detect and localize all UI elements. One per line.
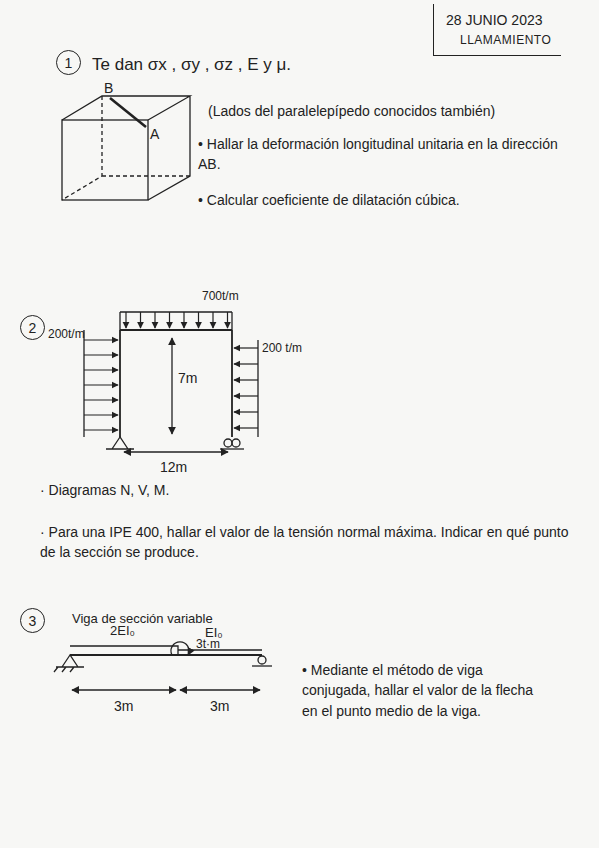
task: · Para una IPE 400, hallar el valor de l… (40, 522, 580, 563)
load-arrow (154, 312, 155, 328)
node-text: 3 (29, 613, 37, 629)
load-arrow (234, 427, 258, 428)
problem-number: 1 (56, 50, 81, 75)
load-value: 200 t/m (262, 340, 302, 357)
load-arrow (234, 379, 258, 380)
problem-number: 2 (20, 315, 45, 340)
task: • Mediante el método de viga conjugada, … (302, 660, 542, 721)
load-arrow (84, 369, 118, 370)
task: • Calcular coeficiente de dilatación cúb… (198, 190, 578, 210)
dimension: 7m (178, 368, 197, 388)
point-label: A (150, 124, 159, 144)
dimension: 3m (114, 696, 133, 716)
node-text: 2 (29, 320, 37, 336)
load-value: 200t/m (48, 326, 85, 343)
note: (Lados del paralelepípedo conocidos tamb… (208, 101, 578, 121)
load-arrow (234, 411, 258, 412)
statement: Te dan σx , σy , σz , E y μ. (92, 53, 291, 78)
load-arrow (84, 399, 118, 400)
node-text: 1 (65, 55, 73, 71)
node-text: 28 JUNIO 2023 (446, 10, 551, 31)
load-arrow (234, 363, 258, 364)
load-arrow (125, 312, 126, 328)
node-text: LLAMAMIENTO (446, 31, 551, 49)
load-arrow (212, 312, 213, 328)
load-arrow (183, 312, 184, 328)
dimension: 3m (210, 696, 229, 716)
load-arrow (198, 312, 199, 328)
moment-value: 3t·m (196, 636, 220, 653)
load-arrow (84, 354, 118, 355)
load-arrow (84, 414, 118, 415)
heading: Viga de sección variable (72, 610, 213, 629)
point-label: B (104, 78, 113, 98)
stiffness: 2EI₀ (110, 622, 135, 641)
load-arrow (234, 395, 258, 396)
load-arrow (84, 429, 118, 430)
load-arrow (84, 339, 118, 340)
task: • Hallar la deformación longitudinal uni… (198, 134, 578, 175)
task: · Diagramas N, V, M. (40, 480, 169, 500)
dimension: 12m (160, 457, 187, 477)
header-box: 28 JUNIO 2023LLAMAMIENTO (433, 4, 561, 56)
problem-number: 3 (20, 608, 45, 633)
load-value: 700t/m (202, 288, 239, 305)
load-arrow (84, 384, 118, 385)
load-arrow (169, 312, 170, 328)
load-arrow (227, 312, 228, 328)
load-arrow (234, 347, 258, 348)
load-arrow (140, 312, 141, 328)
